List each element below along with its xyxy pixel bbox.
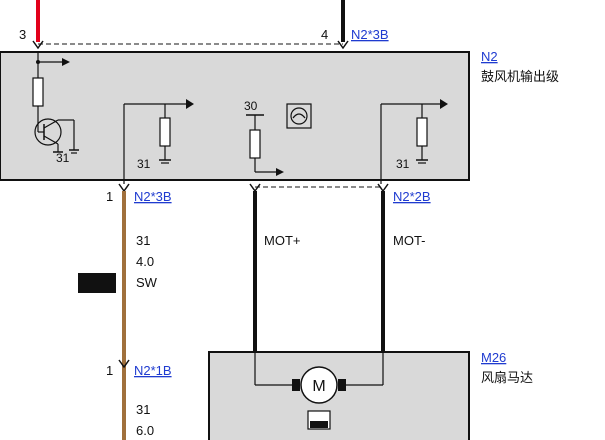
wire-marker-block bbox=[78, 273, 116, 293]
module-m26-name: 风扇马达 bbox=[481, 370, 533, 386]
motor-ground-icon bbox=[310, 421, 328, 428]
signal-arrow-icon bbox=[276, 168, 284, 176]
resistor-icon bbox=[32, 77, 44, 107]
pin-arrow-4 bbox=[337, 40, 349, 50]
module-m26-id[interactable]: M26 bbox=[481, 350, 506, 365]
motor-brush-right bbox=[338, 379, 346, 391]
resistor-icon bbox=[249, 129, 261, 159]
supply-label-30: 30 bbox=[244, 99, 258, 113]
ground-label-a: 31 bbox=[56, 151, 70, 165]
pin-top-left: 3 bbox=[19, 27, 26, 42]
ground-label-b: 31 bbox=[137, 157, 151, 171]
wire-label-mot-minus: MOT- bbox=[393, 233, 426, 248]
n2-inner-wire bbox=[43, 119, 59, 129]
pin-top-right: 4 bbox=[321, 27, 328, 42]
pin-lower: 1 bbox=[106, 363, 113, 378]
wire-lower-size: 6.0 bbox=[136, 423, 154, 438]
connector-top-link[interactable]: N2*3B bbox=[351, 27, 389, 42]
pin-bottom-left: 1 bbox=[106, 189, 113, 204]
motor-brush-left bbox=[292, 379, 300, 391]
transistor-icon bbox=[34, 118, 62, 146]
module-m26-box bbox=[208, 351, 470, 440]
signal-arrow-icon bbox=[440, 99, 448, 109]
motor-symbol: M bbox=[312, 378, 325, 395]
module-n2-id[interactable]: N2 bbox=[481, 49, 498, 64]
connector-right-link[interactable]: N2*2B bbox=[393, 189, 431, 204]
module-n2-name: 鼓风机输出级 bbox=[481, 69, 559, 85]
ground-label-c: 31 bbox=[396, 157, 410, 171]
thermal-sensor-icon bbox=[290, 107, 308, 125]
signal-arrow-icon bbox=[186, 99, 194, 109]
resistor-icon bbox=[159, 117, 171, 147]
motor-icon bbox=[300, 366, 338, 404]
connector-left-link[interactable]: N2*3B bbox=[134, 189, 172, 204]
resistor-icon bbox=[416, 117, 428, 147]
module-n2-box bbox=[0, 51, 470, 181]
signal-arrow-icon bbox=[62, 58, 70, 66]
wire-color-code: SW bbox=[136, 275, 158, 290]
connector-lower-link[interactable]: N2*1B bbox=[134, 363, 172, 378]
wire-gauge-size: 4.0 bbox=[136, 254, 154, 269]
thermal-sensor-icon bbox=[292, 113, 306, 119]
n2-inner-wire bbox=[43, 135, 59, 145]
pin-arrow-lower bbox=[118, 359, 130, 369]
wire-label-mot-plus: MOT+ bbox=[264, 233, 300, 248]
pin-arrow-3 bbox=[32, 40, 44, 50]
pin-arrow-1 bbox=[118, 183, 130, 193]
wire-lower-gauge-31: 31 bbox=[136, 402, 150, 417]
wire-gauge-31: 31 bbox=[136, 233, 150, 248]
